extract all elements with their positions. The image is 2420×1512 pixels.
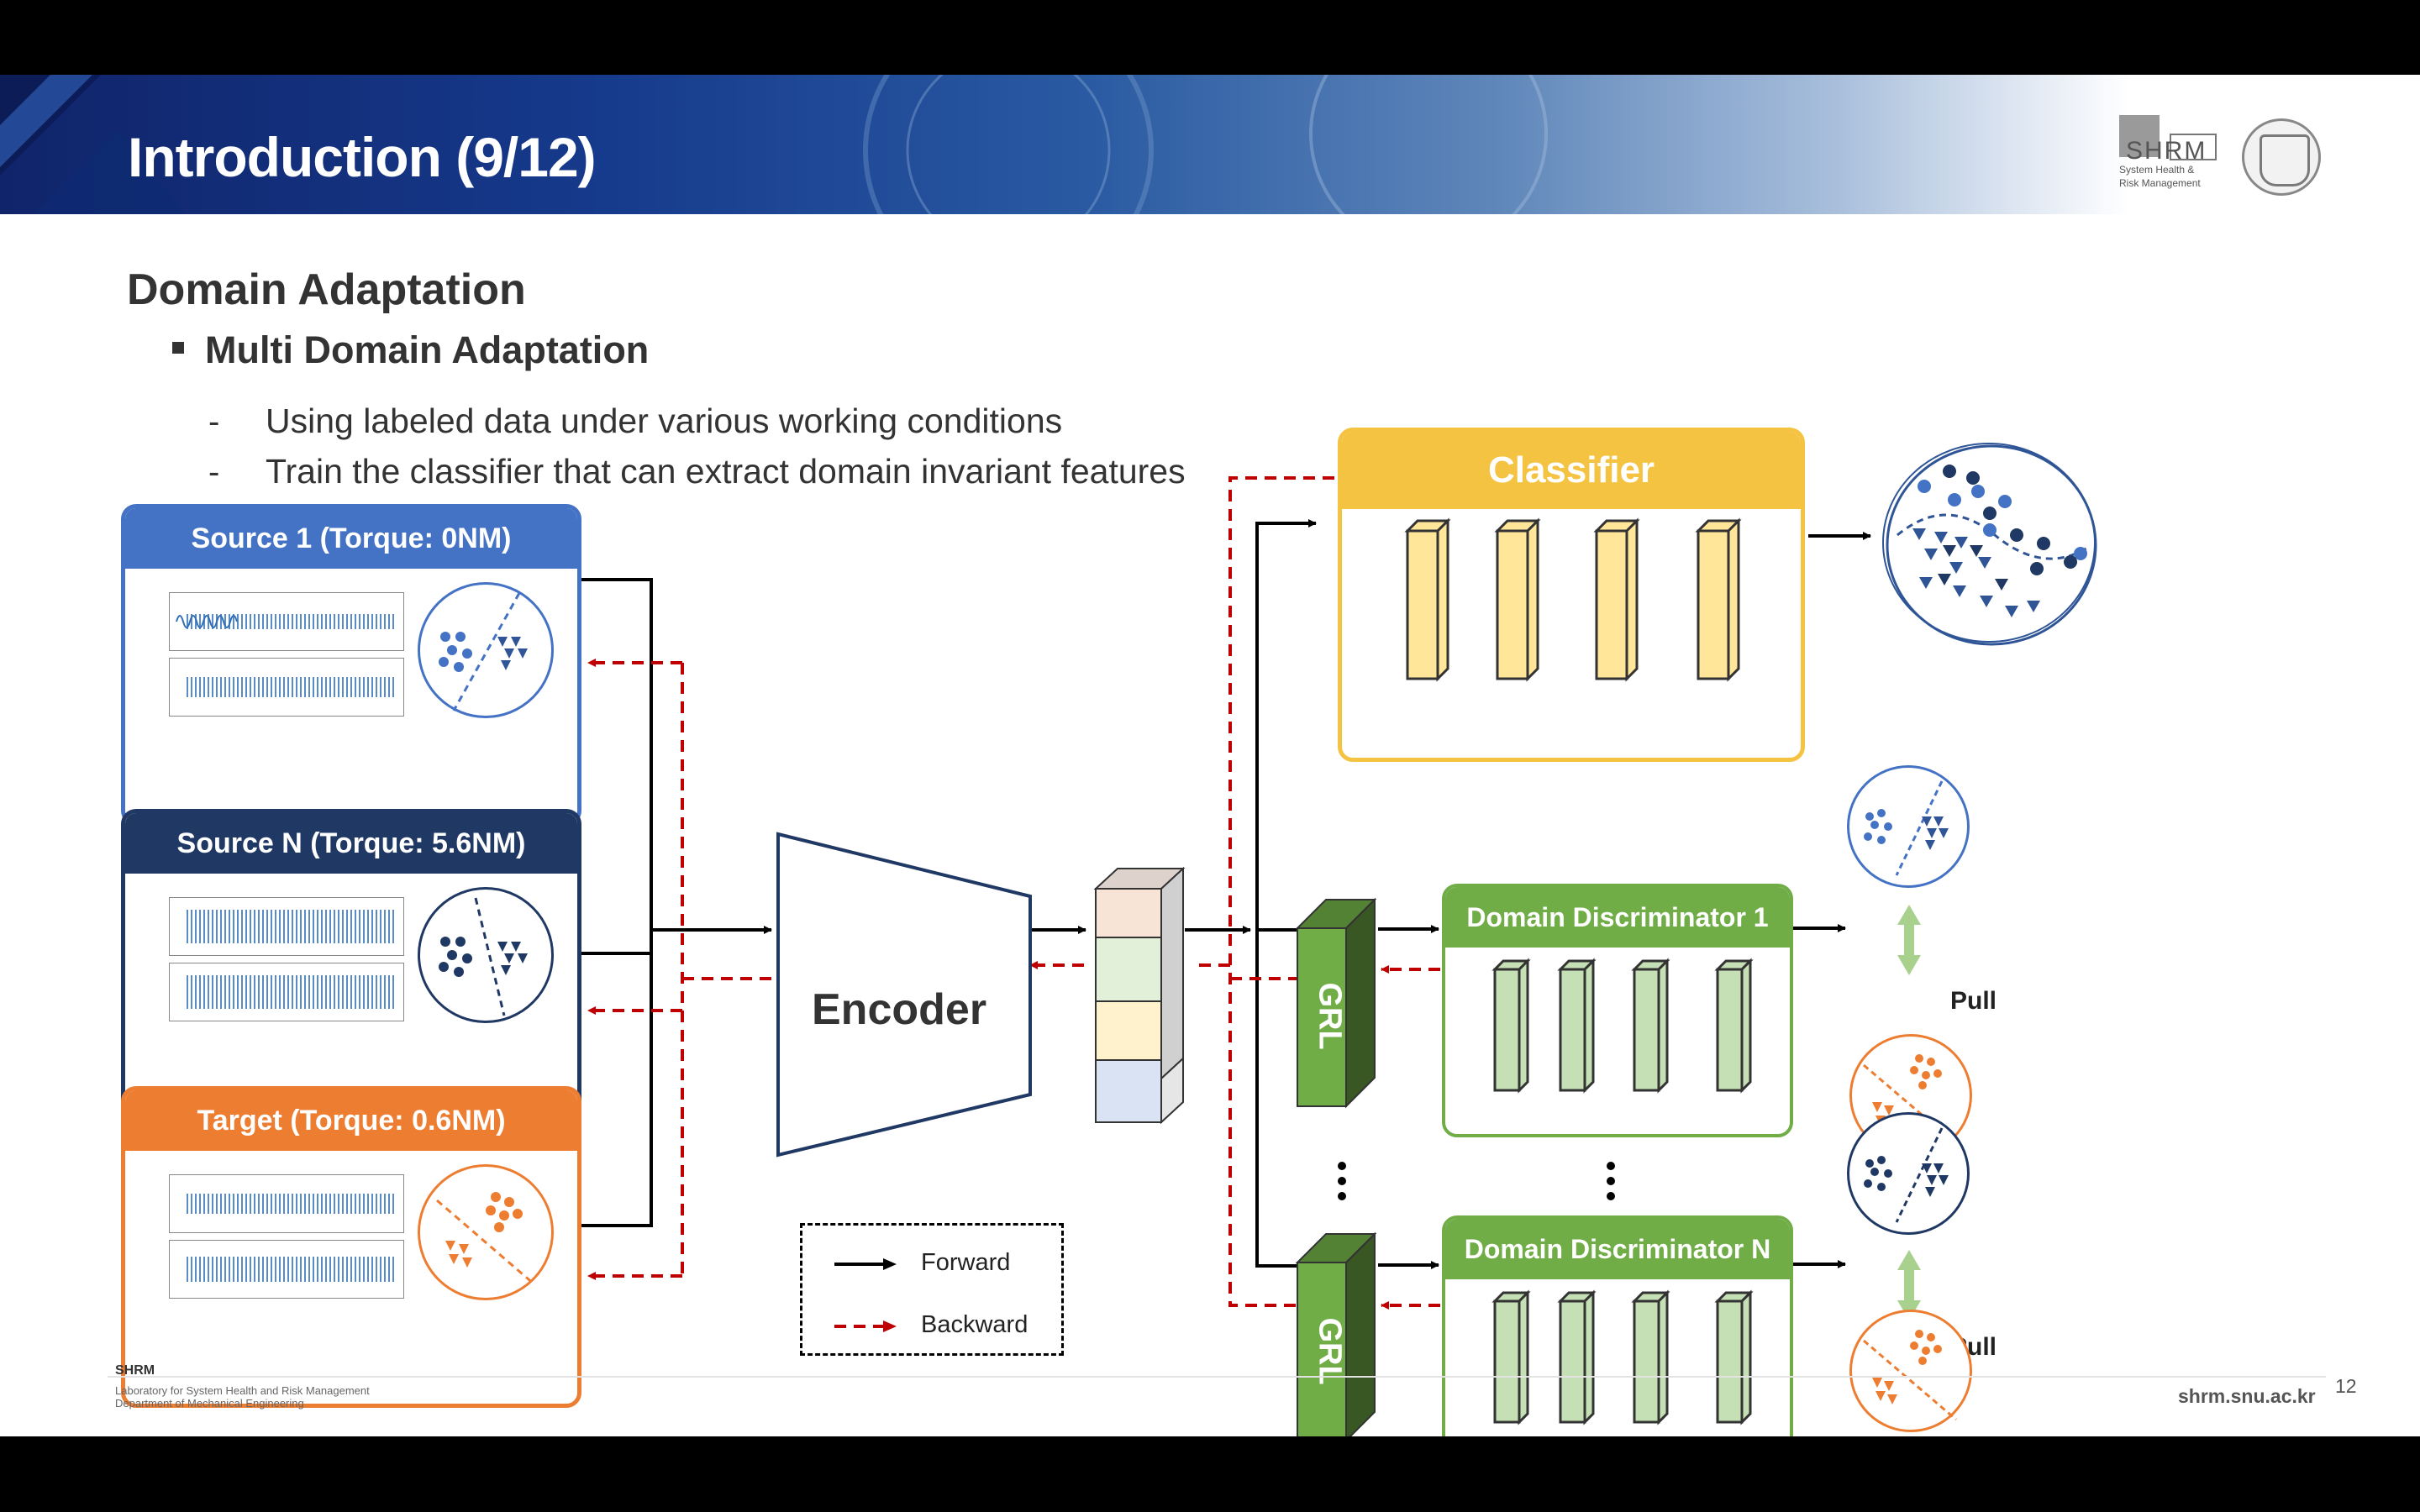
footer-rule — [108, 1376, 2326, 1378]
slide-header: Introduction (9/12) SHRM System Health &… — [0, 75, 2420, 214]
page-number: 12 — [2335, 1375, 2357, 1397]
forward-arrow-icon — [834, 1258, 897, 1270]
classification-result-icon — [1882, 443, 2097, 646]
section-title: Domain Adaptation — [127, 265, 526, 314]
legend-forward-label: Forward — [921, 1249, 1011, 1276]
discriminator-layers — [1491, 958, 1754, 1094]
grl-label-1: GRL — [1312, 982, 1348, 1050]
slide: Introduction (9/12) SHRM System Health &… — [0, 75, 2420, 1436]
vertical-ellipsis-icon — [1338, 1162, 1346, 1200]
source-n-label: Source N (Torque: 5.6NM) — [125, 813, 577, 874]
header-decoration — [0, 75, 1548, 214]
discriminator-layers — [1491, 1289, 1754, 1425]
legend: Forward Backward — [800, 1223, 1064, 1356]
legend-backward-label: Backward — [921, 1311, 1028, 1338]
forward-lines — [581, 523, 1871, 1269]
signal-plot — [169, 1174, 404, 1233]
signal-plot — [169, 897, 404, 956]
target-panel: Target (Torque: 0.6NM) — [121, 1086, 581, 1408]
slide-title: Introduction (9/12) — [128, 126, 597, 188]
domain-discriminator-1-label: Domain Discriminator 1 — [1445, 887, 1790, 948]
sub-bullet-2: Train the classifier that can extract do… — [266, 452, 1186, 491]
pull-label-1: Pull — [1950, 987, 1997, 1015]
classifier-label: Classifier — [1342, 432, 1801, 509]
sub-bullet-1: Using labeled data under various working… — [266, 402, 1063, 440]
bullet-title: Multi Domain Adaptation — [205, 328, 650, 371]
dash-marker: - — [208, 403, 220, 440]
source-1-label: Source 1 (Torque: 0NM) — [125, 508, 577, 569]
feature-cluster-icon — [418, 887, 554, 1023]
source-domain-cluster-1-icon — [1847, 765, 1970, 888]
classifier-layers — [1404, 517, 1742, 682]
footer-dept: Department of Mechanical Engineering — [115, 1397, 304, 1410]
shrm-logo: SHRM System Health & Risk Management — [2119, 115, 2217, 191]
domain-discriminator-n-label: Domain Discriminator N — [1445, 1219, 1790, 1279]
shrm-logo-letters: SHRM — [2126, 137, 2207, 165]
shrm-logo-line1: System Health & — [2119, 164, 2195, 176]
shrm-logo-line2: Risk Management — [2119, 177, 2201, 189]
feature-cluster-icon — [418, 582, 554, 718]
source-n-panel: Source N (Torque: 5.6NM) — [121, 809, 581, 1131]
dash-marker: - — [208, 454, 220, 491]
footer-lab: Laboratory for System Health and Risk Ma… — [115, 1384, 370, 1397]
source-domain-cluster-n-icon — [1847, 1112, 1970, 1235]
source-1-panel: Source 1 (Torque: 0NM) — [121, 504, 581, 826]
feature-cluster-icon — [418, 1164, 554, 1300]
encoder-label: Encoder — [812, 985, 987, 1034]
domain-discriminator-1-panel: Domain Discriminator 1 — [1442, 884, 1793, 1137]
signal-plot — [169, 963, 404, 1021]
university-emblem — [2242, 118, 2321, 196]
signal-plot — [169, 658, 404, 717]
domain-discriminator-n-panel: Domain Discriminator N — [1442, 1215, 1793, 1436]
encoder-block — [776, 832, 1032, 1158]
target-label: Target (Torque: 0.6NM) — [125, 1090, 577, 1151]
grl-block-1 — [1295, 897, 1377, 1109]
footer-url: shrm.snu.ac.kr — [2178, 1385, 2316, 1407]
bullet-square-icon — [172, 342, 184, 354]
signal-plot — [169, 592, 404, 651]
feature-vector — [1093, 866, 1186, 1125]
grl-label-2: GRL — [1312, 1317, 1348, 1385]
backward-lines — [587, 476, 1440, 1310]
grl-block-2 — [1295, 1231, 1377, 1436]
signal-plot — [169, 1240, 404, 1299]
classifier-panel: Classifier — [1338, 428, 1805, 762]
vertical-ellipsis-icon — [1607, 1162, 1615, 1200]
footer-org: SHRM — [115, 1363, 155, 1378]
backward-arrow-icon — [834, 1320, 897, 1332]
target-domain-cluster-n-icon — [1849, 1310, 1972, 1432]
diagram-connectors — [581, 476, 1921, 1320]
